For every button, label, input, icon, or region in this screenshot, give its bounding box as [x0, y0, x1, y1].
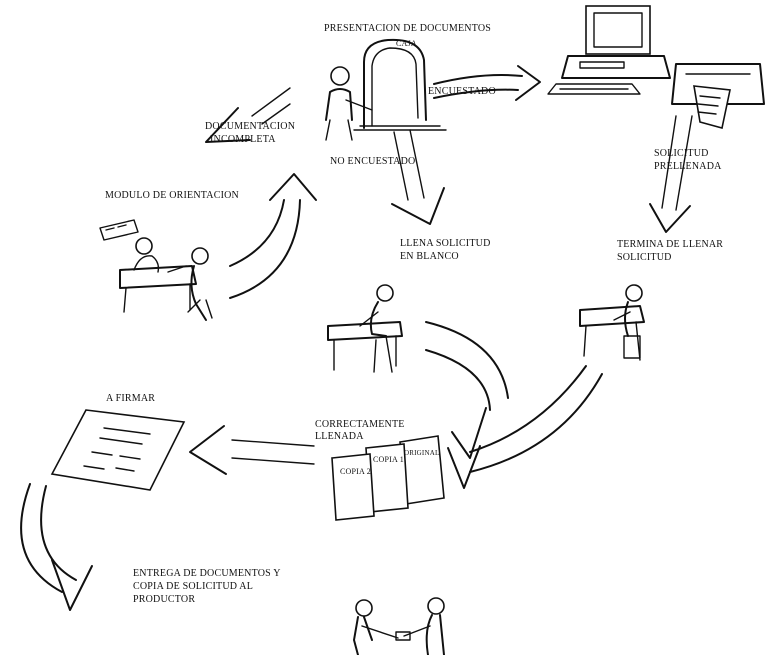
label-entrega-line1: ENTREGA DE DOCUMENTOS Y	[133, 568, 281, 579]
label-no-encuestado: NO ENCUESTADO	[330, 156, 416, 167]
copies-scene	[331, 435, 445, 521]
blank-form-desk-scene	[327, 284, 403, 373]
label-solicitud-line2: PRELLENADA	[654, 161, 722, 172]
flow-arrows	[20, 65, 693, 611]
label-presentation: PRESENTACION DE DOCUMENTOS	[324, 23, 492, 34]
orientation-desk-scene	[99, 219, 213, 321]
label-modulo: MODULO DE ORIENTACION	[105, 190, 239, 201]
label-documentacion-line2: INCOMPLETA	[210, 134, 276, 145]
label-llena-line2: EN BLANCO	[400, 251, 459, 262]
original-label: ORIGINAL	[404, 449, 440, 457]
handshake-scene	[353, 597, 445, 655]
label-correctamente-line1: CORRECTAMENTE	[315, 419, 405, 430]
label-solicitud-line1: SOLICITUD	[654, 148, 709, 159]
label-correctamente-line2: LLENADA	[315, 431, 364, 442]
label-encuestado: ENCUESTADO	[428, 86, 496, 97]
label-termina-line1: TERMINA DE LLENAR	[617, 239, 724, 250]
label-caja: CAJA	[396, 39, 417, 48]
copy-2-label: COPIA 2	[340, 467, 371, 476]
label-entrega-line3: PRODUCTOR	[133, 594, 196, 605]
label-documentacion-line1: DOCUMENTACION	[205, 121, 296, 132]
computer-scene	[547, 5, 765, 129]
label-termina-line2: SOLICITUD	[617, 252, 672, 263]
document-window-scene	[325, 38, 447, 141]
signing-sheet-scene	[50, 409, 186, 491]
copy-1-label: COPIA 1	[373, 455, 404, 464]
label-entrega-line2: COPIA DE SOLICITUD AL	[133, 581, 254, 592]
label-a-firmar: A FIRMAR	[106, 393, 156, 404]
finish-form-desk-scene	[579, 284, 645, 361]
label-llena-line1: LLENA SOLICITUD	[400, 238, 491, 249]
